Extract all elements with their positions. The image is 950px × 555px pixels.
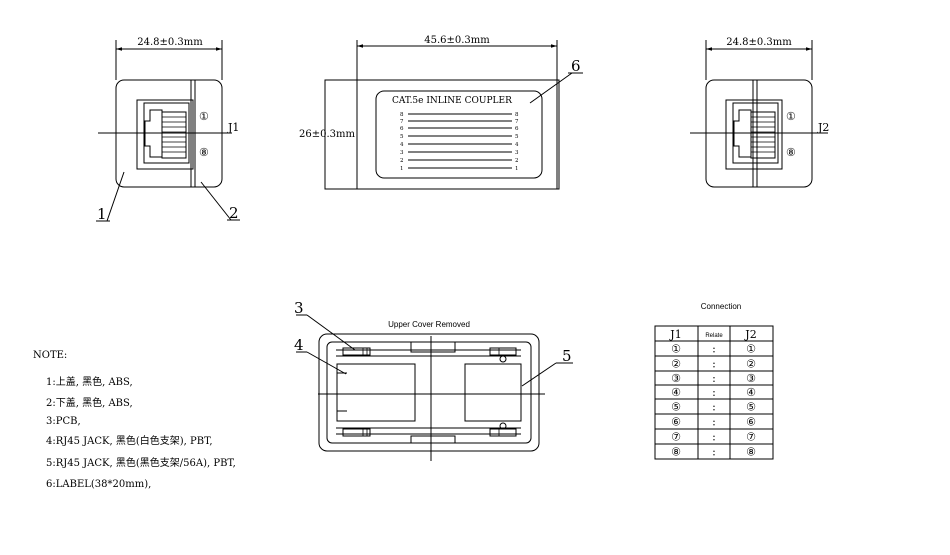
table-cell-relate-row-4: :: [712, 386, 716, 399]
top-width-dimension: 45.6±0.3mm: [424, 35, 490, 46]
cover-removed-title: Upper Cover Removed: [388, 320, 470, 329]
label-pin-right-8: 8: [515, 112, 519, 118]
table-cell-relate-row-5: :: [712, 401, 716, 414]
label-pin-left-3: 3: [400, 150, 404, 156]
table-cell-j2-row-7: ⑦: [746, 431, 756, 444]
table-cell-j1-row-8: ⑧: [671, 446, 681, 459]
callout-1: 1: [97, 205, 107, 223]
label-pin-lines: [408, 113, 512, 169]
top-height-dimension: 26±0.3mm: [299, 129, 355, 140]
note-item-5: 5:RJ45 JACK, 黑色(黑色支架/56A), PBT,: [46, 456, 236, 469]
label-pin-right-3: 3: [515, 150, 519, 156]
label-pin-left-8: 8: [400, 112, 404, 118]
j1-pin-8-label: ⑧: [199, 146, 209, 159]
callout-2: 2: [229, 204, 239, 222]
table-cell-relate-row-6: :: [712, 416, 716, 429]
table-cell-j2-row-2: ②: [746, 358, 756, 371]
table-header-relate: Relate: [705, 333, 723, 339]
table-cell-j2-row-1: ①: [746, 343, 756, 356]
notes-heading: NOTE:: [33, 350, 67, 361]
callout-3: 3: [294, 299, 304, 317]
table-header-j2: J2: [744, 328, 756, 341]
callout-5: 5: [562, 347, 572, 365]
label-pin-right-1: 1: [515, 166, 519, 172]
j1-pin-1-label: ①: [199, 110, 209, 123]
j2-pin-1-label: ①: [786, 110, 796, 123]
table-header-j1: J1: [669, 328, 681, 341]
cover-removed-view: Upper Cover Removed: [294, 299, 573, 461]
label-title: CAT.5e INLINE COUPLER: [392, 96, 512, 106]
note-item-3: 3:PCB,: [46, 416, 81, 427]
note-item-1: 1:上盖, 黑色, ABS,: [46, 375, 133, 388]
table-cell-relate-row-1: :: [712, 343, 716, 356]
right-end-view: 24.8±0.3mm ① ⑧ J2: [690, 37, 829, 188]
label-pin-right-5: 5: [515, 134, 519, 140]
table-cell-j1-row-5: ⑤: [671, 401, 681, 414]
callout-4: 4: [294, 336, 304, 354]
connection-title: Connection: [701, 302, 741, 311]
table-cell-j1-row-6: ⑥: [671, 416, 681, 429]
note-item-2: 2:下盖, 黑色, ABS,: [46, 396, 133, 409]
left-width-dimension: 24.8±0.3mm: [137, 37, 203, 48]
callout-6: 6: [571, 57, 581, 75]
table-cell-j2-row-5: ⑤: [746, 401, 756, 414]
label-pin-left-2: 2: [400, 158, 404, 164]
notes: NOTE: 1:上盖, 黑色, ABS, 2:下盖, 黑色, ABS, 3:PC…: [33, 350, 236, 490]
left-end-view: 24.8±0.3mm ① ⑧ J1 1 2: [96, 37, 240, 223]
right-width-dimension: 24.8±0.3mm: [726, 37, 792, 48]
label-pin-left-6: 6: [400, 126, 404, 132]
label-pin-left-1: 1: [400, 166, 404, 172]
table-cell-relate-row-8: :: [712, 446, 716, 459]
label-pin-right-6: 6: [515, 126, 519, 132]
note-item-4: 4:RJ45 JACK, 黑色(白色支架), PBT,: [46, 434, 213, 447]
table-cell-relate-row-7: :: [712, 431, 716, 444]
table-cell-relate-row-3: :: [712, 372, 716, 385]
table-cell-relate-row-2: :: [712, 358, 716, 371]
label-pin-left-4: 4: [400, 142, 404, 148]
j1-label: J1: [227, 121, 239, 134]
table-cell-j2-row-6: ⑥: [746, 416, 756, 429]
label-pin-left-5: 5: [400, 134, 404, 140]
connection-table: Connection J1 Relate J2 ①:①②:②③:③④:④⑤:⑤⑥…: [654, 302, 774, 460]
table-cell-j2-row-8: ⑧: [746, 446, 756, 459]
table-cell-j1-row-7: ⑦: [671, 431, 681, 444]
j2-pin-8-label: ⑧: [786, 146, 796, 159]
j2-label: J2: [817, 121, 829, 134]
table-cell-j1-row-4: ④: [671, 386, 681, 399]
label-pin-right-7: 7: [515, 119, 519, 125]
table-cell-j1-row-1: ①: [671, 343, 681, 356]
table-cell-j1-row-3: ③: [671, 372, 681, 385]
note-item-6: 6:LABEL(38*20mm),: [46, 479, 151, 490]
label-pin-left-7: 7: [400, 119, 404, 125]
top-view: 45.6±0.3mm 26±0.3mm CAT.5e INLINE COUPLE…: [299, 35, 583, 190]
label-pin-right-2: 2: [515, 158, 519, 164]
label-pin-right-4: 4: [515, 142, 519, 148]
table-cell-j2-row-4: ④: [746, 386, 756, 399]
table-cell-j2-row-3: ③: [746, 372, 756, 385]
table-cell-j1-row-2: ②: [671, 358, 681, 371]
